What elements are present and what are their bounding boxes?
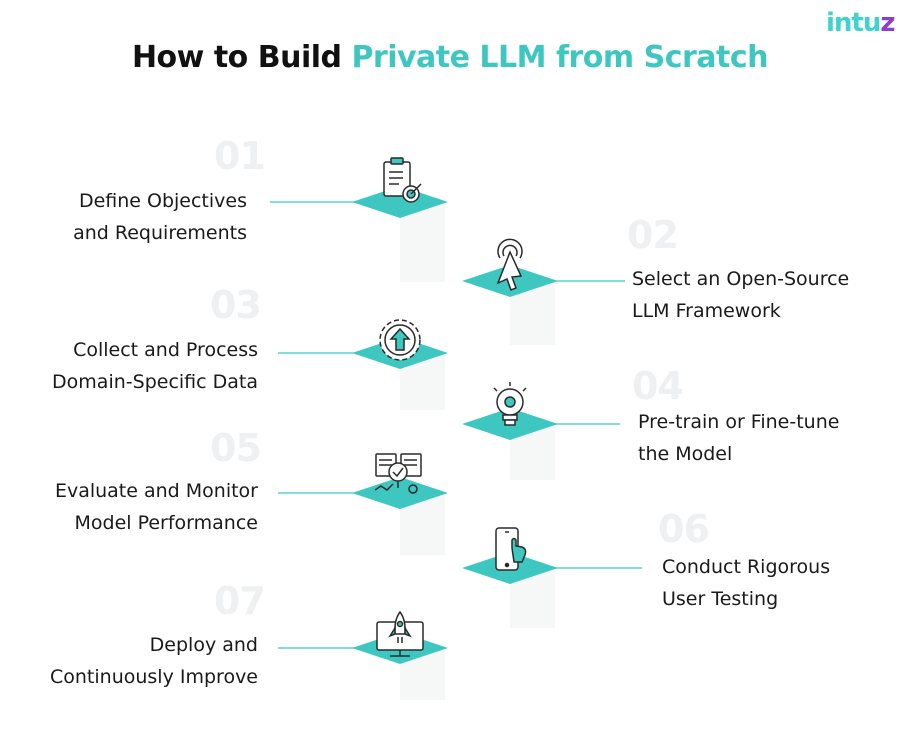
step-number-2: 02 bbox=[627, 213, 679, 257]
step-diamond-1 bbox=[352, 186, 448, 218]
logo-accent: z bbox=[880, 8, 895, 38]
step-label-4-line-1: Pre-train or Fine-tune bbox=[638, 411, 840, 433]
dashboard-check-icon bbox=[374, 453, 422, 494]
step-number-6: 06 bbox=[658, 507, 710, 551]
step-label-3: Collect and Process Domain-Specific Data bbox=[52, 334, 258, 398]
title-prefix: How to Build bbox=[131, 40, 352, 75]
step-label-5: Evaluate and Monitor Model Performance bbox=[55, 475, 258, 539]
step-label-7-line-2: Continuously Improve bbox=[50, 666, 258, 688]
step-label-3-line-1: Collect and Process bbox=[73, 339, 258, 361]
logo-main: intu bbox=[826, 8, 881, 38]
clipboard-target-icon bbox=[383, 157, 422, 203]
step-number-1: 01 bbox=[214, 134, 266, 178]
gear-upload-icon bbox=[379, 319, 421, 361]
step-diamond-5 bbox=[352, 477, 448, 509]
step-label-1-line-1: Define Objectives bbox=[78, 190, 247, 212]
step-number-7: 07 bbox=[214, 579, 266, 623]
pillars bbox=[400, 205, 555, 700]
page-title: How to Build Private LLM from Scratch bbox=[0, 40, 900, 75]
step-label-2-line-2: LLM Framework bbox=[632, 300, 781, 322]
title-highlight: Private LLM from Scratch bbox=[351, 40, 769, 75]
lightbulb-gear-icon bbox=[493, 382, 527, 426]
step-number-3: 03 bbox=[210, 283, 262, 327]
step-label-7: Deploy and Continuously Improve bbox=[50, 629, 258, 693]
step-label-1: Define Objectives and Requirements bbox=[73, 185, 247, 249]
step-label-2-line-1: Select an Open-Source bbox=[632, 268, 850, 290]
step-label-4-line-2: the Model bbox=[638, 443, 733, 465]
connector-lines bbox=[270, 201, 642, 649]
monitor-rocket-icon bbox=[376, 610, 424, 657]
cursor-click-icon bbox=[496, 238, 523, 291]
step-label-6-line-1: Conduct Rigorous bbox=[662, 556, 831, 578]
step-label-5-line-1: Evaluate and Monitor bbox=[54, 480, 258, 502]
step-label-5-line-2: Model Performance bbox=[74, 512, 259, 534]
step-label-2: Select an Open-Source LLM Framework bbox=[632, 263, 849, 327]
step-label-1-line-2: and Requirements bbox=[73, 222, 247, 244]
step-label-4: Pre-train or Fine-tune the Model bbox=[638, 406, 839, 470]
phone-tap-icon bbox=[495, 527, 527, 571]
step-number-4: 04 bbox=[632, 364, 684, 408]
step-label-3-line-2: Domain-Specific Data bbox=[52, 371, 258, 393]
brand-logo: intuz bbox=[826, 8, 896, 38]
step-label-6: Conduct Rigorous User Testing bbox=[662, 551, 830, 615]
step-label-6-line-2: User Testing bbox=[662, 588, 779, 610]
step-label-7-line-1: Deploy and bbox=[149, 634, 258, 656]
step-number-5: 05 bbox=[210, 426, 262, 470]
